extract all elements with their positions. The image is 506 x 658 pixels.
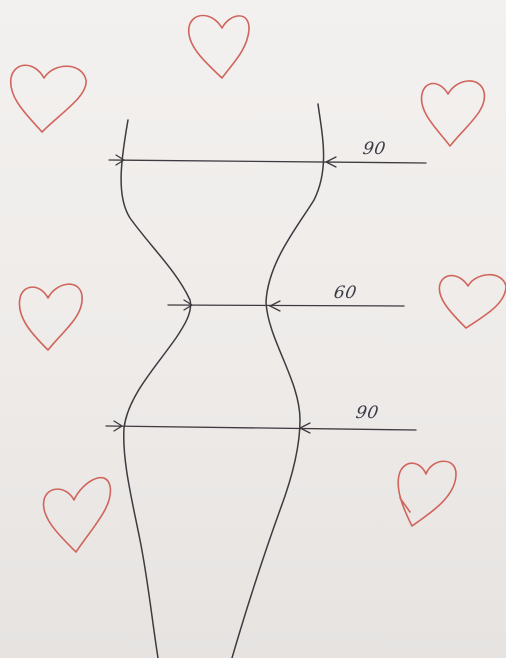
heart-icon <box>189 16 249 79</box>
bust-measurement-label: 90 <box>362 139 387 159</box>
waist-measurement-label: 60 <box>333 283 358 303</box>
hips-measure-line <box>106 426 416 430</box>
heart-icon <box>19 284 82 350</box>
hips-measurement-label: 90 <box>355 403 380 423</box>
heart-icon <box>398 461 456 526</box>
heart-icon <box>421 81 484 146</box>
heart-icon <box>11 65 86 132</box>
bust-measure-line <box>109 160 426 163</box>
left-body-contour <box>121 120 191 658</box>
right-body-contour <box>232 104 324 658</box>
heart-icon <box>439 275 506 328</box>
heart-icon <box>44 478 111 552</box>
waist-measure-line <box>168 305 404 306</box>
